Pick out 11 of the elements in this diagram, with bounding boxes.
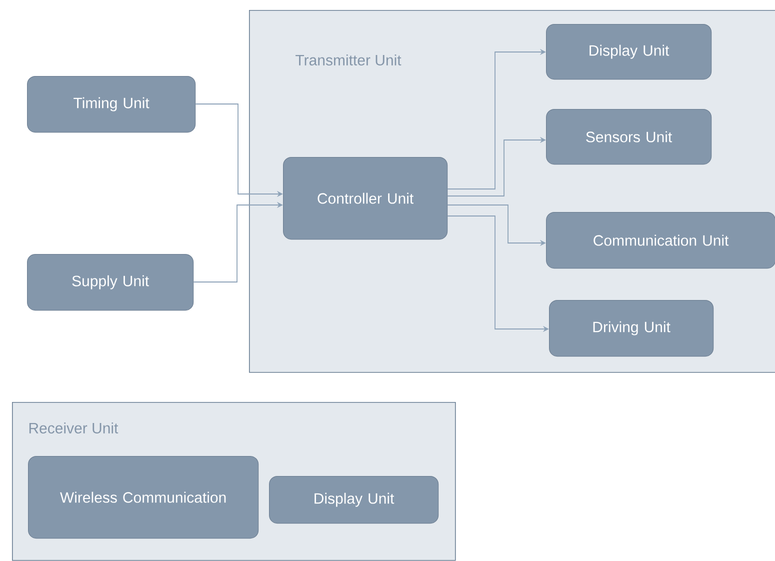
panel-heading: Transmitter Unit xyxy=(296,54,402,66)
unit-box: Wireless Communication xyxy=(28,456,259,539)
panel-heading: Receiver Unit xyxy=(29,422,118,434)
unit-box: Supply Unit xyxy=(27,254,194,311)
unit-box: Timing Unit xyxy=(27,76,196,133)
unit-box: Driving Unit xyxy=(549,300,714,357)
unit-box: Communication Unit xyxy=(546,212,775,269)
unit-box: Display Unit xyxy=(546,24,712,80)
unit-box: Sensors Unit xyxy=(546,109,712,165)
unit-box: Display Unit xyxy=(269,476,439,524)
unit-box: Controller Unit xyxy=(283,157,448,240)
